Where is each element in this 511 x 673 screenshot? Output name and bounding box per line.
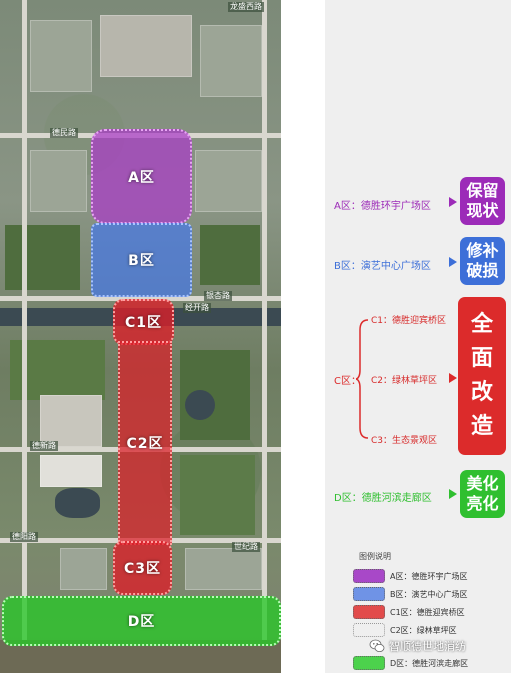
zone-d-description: D区：德胜河滨走廊区: [334, 493, 432, 504]
badge-line: 保留: [466, 181, 499, 200]
zone-b-description: B区：演艺中心广场区: [334, 261, 431, 272]
road-label: 德阳路: [10, 532, 38, 542]
green-area: [200, 225, 260, 285]
city-block: [60, 548, 107, 590]
legend-item: C1区：德胜迎宾桥区: [353, 605, 465, 619]
watermark-text: 智顺德世地消纺: [389, 640, 466, 653]
badge-line: 破损: [466, 261, 499, 280]
city-block: [30, 150, 87, 212]
green-area: [180, 455, 255, 535]
legend-label: A区：德胜环宇广场区: [390, 571, 468, 581]
arrow-icon: [449, 197, 457, 207]
road-label: 德民路: [50, 128, 78, 138]
zone-a-action-badge: 保留 现状: [460, 177, 505, 225]
pond: [185, 390, 215, 420]
zone-d-overlay: D区: [2, 596, 281, 646]
watermark: 智顺德世地消纺: [369, 638, 466, 654]
road-label: 世纪路: [232, 542, 260, 552]
zone-a-label: A区: [128, 169, 155, 186]
zone-c1-overlay: C1区: [113, 299, 174, 345]
zone-b-action-badge: 修补 破损: [460, 237, 505, 285]
city-block: [30, 20, 92, 92]
arrow-icon: [449, 489, 457, 499]
badge-line: 全: [470, 312, 493, 337]
road-label: 龙盛西路: [228, 2, 264, 12]
legend-item: B区：演艺中心广场区: [353, 587, 468, 601]
badge-line: 修补: [466, 241, 499, 260]
building: [40, 455, 102, 487]
zone-a-description: A区：德胜环宇广场区: [334, 201, 431, 212]
legend-swatch: [353, 623, 385, 637]
city-block: [185, 548, 262, 590]
zone-c-brace-icon: [356, 319, 369, 439]
legend-item: C2区：绿林草坪区: [353, 623, 457, 637]
zone-c1-description: C1：德胜迎宾桥区: [371, 316, 447, 326]
badge-line: 美化: [466, 474, 499, 493]
zone-c3-label: C3区: [123, 561, 161, 577]
legend-label: B区：演艺中心广场区: [390, 589, 468, 599]
badge-line: 改: [470, 380, 493, 405]
zone-c2-overlay: C2区: [118, 341, 172, 545]
badge-line: 亮化: [466, 494, 499, 513]
pond: [55, 488, 100, 518]
green-area: [5, 225, 80, 290]
wechat-icon: [369, 639, 385, 652]
zone-a-overlay: A区: [91, 129, 192, 224]
road-label: 银杏路: [204, 291, 232, 301]
legend-title: 图例说明: [359, 552, 391, 561]
zone-b-overlay: B区: [91, 223, 192, 297]
arrow-icon: [449, 257, 457, 267]
zone-c-description: C区：: [334, 376, 361, 387]
legend-item: A区：德胜环宇广场区: [353, 569, 467, 583]
zone-d-label: D区: [127, 614, 156, 630]
badge-line: 造: [470, 414, 493, 439]
zone-c3-description: C3：生态景观区: [371, 436, 438, 446]
zone-c-action-badge: 全 面 改 造: [458, 297, 506, 455]
legend-swatch: [353, 605, 385, 619]
road: [0, 296, 281, 301]
zone-b-label: B区: [128, 253, 155, 269]
badge-line: 面: [470, 346, 493, 371]
city-block: [195, 150, 262, 212]
legend-label: C1区：德胜迎宾桥区: [390, 607, 465, 617]
road-label: 经开路: [183, 303, 211, 313]
building: [40, 395, 102, 447]
legend-swatch: [353, 569, 385, 583]
zone-d-action-badge: 美化 亮化: [460, 470, 505, 518]
road: [22, 0, 27, 673]
road: [262, 0, 267, 673]
satellite-map: 龙盛西路 德民路 银杏路 德新路 经开路 德阳路 世纪路 A区 B区 C1区 C…: [0, 0, 281, 673]
legend-swatch: [353, 587, 385, 601]
city-block: [100, 15, 192, 77]
zone-c2-description: C2：绿林草坪区: [371, 376, 438, 386]
road-label: 德新路: [30, 441, 58, 451]
legend-label: D区：德胜河滨走廊区: [390, 658, 469, 668]
city-block: [200, 25, 262, 97]
zone-c2-label: C2区: [126, 436, 164, 452]
arrow-icon: [449, 373, 457, 383]
zone-c1-label: C1区: [124, 315, 162, 331]
badge-line: 现状: [466, 201, 499, 220]
zone-c3-overlay: C3区: [113, 541, 172, 595]
legend-item: D区：德胜河滨走廊区: [353, 656, 468, 670]
legend-label: C2区：绿林草坪区: [390, 625, 457, 635]
legend-swatch: [353, 656, 385, 670]
